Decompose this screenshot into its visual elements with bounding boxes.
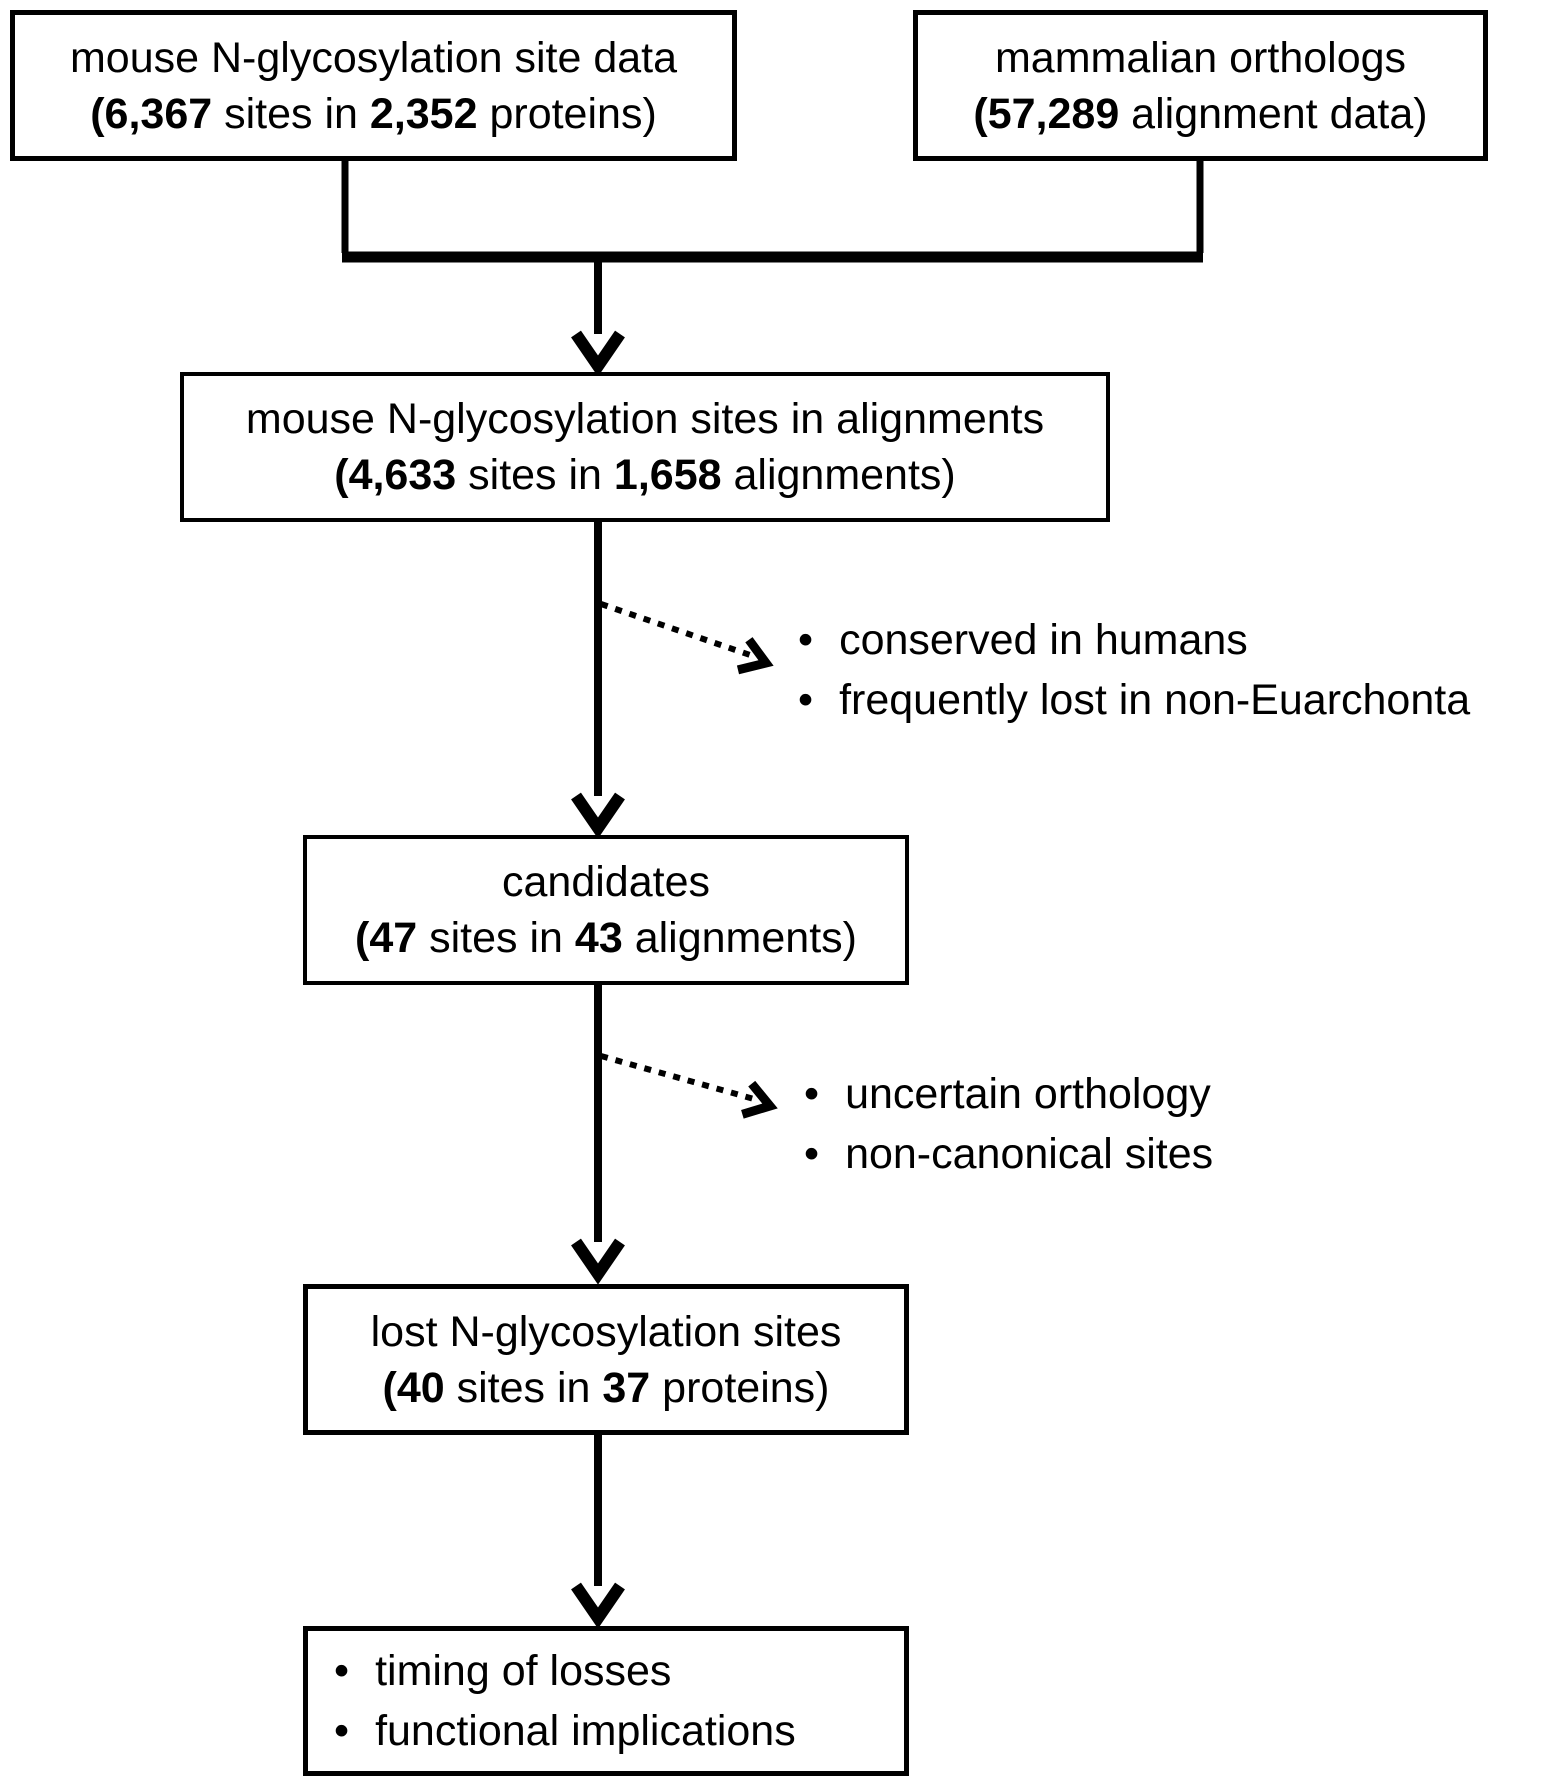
filter-notes-after-candidates: • uncertain orthology • non-canonical si… [804,1064,1213,1184]
bullet-icon: • [798,616,814,664]
outcome-item: • timing of losses [334,1641,671,1701]
stat-number: 37 [602,1363,651,1412]
filter-notes-after-alignments: • conserved in humans • frequently lost … [798,610,1470,730]
arrow-candidates-to-lost-head [571,1238,625,1285]
stat-number: (57,289 [973,89,1120,138]
dotted-arrow-filter-2-head [741,1080,778,1119]
stat-number: (47 [355,914,418,962]
box-sites-in-alignments-title: mouse N-glycosylation sites in alignment… [245,395,1045,443]
bullet-icon: • [804,1070,820,1118]
dotted-arrow-filter-2-line [600,1053,755,1102]
bullet-icon: • [798,676,814,724]
dotted-arrow-filter-1-head [736,637,774,675]
box-lost-glycosylation-sites-stat: (40 sites in 37 proteins) [382,1363,830,1412]
note-text: conserved in humans [839,616,1248,664]
box-sites-in-alignments: mouse N-glycosylation sites in alignment… [180,372,1110,522]
bullet-icon: • [804,1130,820,1178]
stat-number: (4,633 [334,451,457,499]
outcome-text: timing of losses [375,1647,672,1695]
arrow-merge-to-alignments-head [571,330,625,377]
outcome-text: functional implications [375,1707,796,1755]
stat-number: 2,352 [369,89,478,138]
box-lost-glycosylation-sites-title: lost N-glycosylation sites [370,1307,842,1356]
box-candidates-title: candidates [502,858,710,906]
note-item: • non-canonical sites [804,1124,1213,1184]
stat-number: 1,658 [613,451,722,499]
box-mouse-site-data-stat: (6,367 sites in 2,352 proteins) [90,89,657,138]
note-item: • frequently lost in non-Euarchonta [798,670,1470,730]
box-analysis-outcomes: • timing of losses • functional implicat… [303,1626,909,1776]
outcome-item: • functional implications [334,1701,796,1761]
note-text: frequently lost in non-Euarchonta [839,676,1471,724]
box-mouse-site-data-title: mouse N-glycosylation site data [69,33,678,82]
stat-number: 43 [574,914,623,962]
box-candidates: candidates (47 sites in 43 alignments) [303,835,909,985]
arrow-alignments-to-candidates-head [571,792,625,839]
stat-number: (40 [382,1363,445,1412]
bullet-icon: • [334,1647,350,1695]
box-mammalian-orthologs-title: mammalian orthologs [994,33,1407,82]
bullet-icon: • [334,1707,350,1755]
note-text: non-canonical sites [845,1130,1214,1178]
note-text: uncertain orthology [845,1070,1211,1118]
box-mammalian-orthologs: mammalian orthologs (57,289 alignment da… [913,10,1488,161]
box-lost-glycosylation-sites: lost N-glycosylation sites (40 sites in … [303,1284,909,1435]
note-item: • uncertain orthology [804,1064,1213,1124]
dotted-arrow-filter-1-line [600,601,751,658]
arrow-lost-to-outcomes-head [571,1582,625,1629]
box-sites-in-alignments-stat: (4,633 sites in 1,658 alignments) [334,451,956,499]
note-item: • conserved in humans [798,610,1470,670]
box-mouse-site-data: mouse N-glycosylation site data (6,367 s… [10,10,737,161]
stat-number: (6,367 [90,89,213,138]
box-mammalian-orthologs-stat: (57,289 alignment data) [973,89,1428,138]
box-candidates-stat: (47 sites in 43 alignments) [355,914,857,962]
